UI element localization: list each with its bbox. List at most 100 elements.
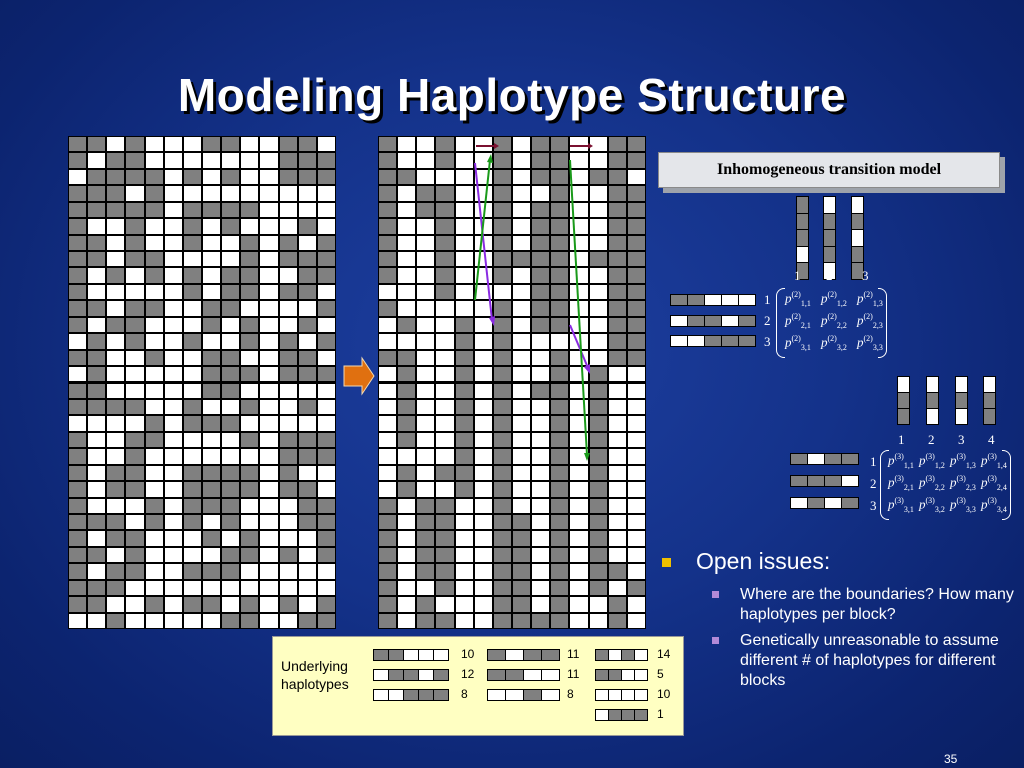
- grid-cell: [379, 498, 397, 513]
- grid-cell: [379, 580, 397, 596]
- grid-cell: [241, 137, 259, 152]
- grid-cell: [222, 482, 240, 497]
- grid-cell: [298, 169, 316, 185]
- bar-cell: [852, 263, 863, 279]
- grid-cell: [260, 219, 278, 234]
- bar-cell: [797, 263, 808, 279]
- grid-cell: [551, 597, 569, 612]
- haplotype-bar: [373, 689, 449, 701]
- haplotype-grid-right: [378, 136, 646, 629]
- grid-cell: [551, 498, 569, 513]
- grid-cell: [260, 169, 278, 185]
- grid-cell: [260, 268, 278, 283]
- grid-cell: [260, 514, 278, 530]
- grid-cell: [513, 597, 531, 612]
- grid-cell: [570, 465, 588, 481]
- matrix-row-number: 3: [764, 334, 771, 349]
- grid-cell: [69, 383, 87, 398]
- grid-cell: [107, 449, 125, 464]
- bar-cell: [927, 409, 938, 424]
- grid-cell: [107, 465, 125, 481]
- bar-cell: [596, 690, 608, 700]
- grid-cell: [627, 367, 645, 382]
- grid-cell: [532, 317, 550, 333]
- matrix-entry: p(3)1,3: [950, 452, 976, 470]
- grid-cell: [455, 153, 473, 168]
- grid-cell: [279, 449, 297, 464]
- grid-cell: [145, 613, 163, 628]
- grid-cell: [608, 301, 626, 316]
- grid-cell: [551, 334, 569, 349]
- grid-cell: [203, 317, 221, 333]
- grid-cell: [436, 317, 454, 333]
- grid-cell: [69, 367, 87, 382]
- grid-cell: [279, 597, 297, 612]
- grid-cell: [436, 531, 454, 546]
- grid-cell: [298, 498, 316, 513]
- grid-cell: [88, 219, 106, 234]
- grid-cell: [126, 465, 144, 481]
- grid-cell: [398, 317, 416, 333]
- matrix-entry: p(3)3,3: [950, 496, 976, 514]
- grid-cell: [203, 547, 221, 563]
- haplotype-row-bar: [670, 335, 756, 347]
- grid-cell: [589, 564, 607, 579]
- grid-cell: [608, 449, 626, 464]
- grid-cell: [551, 169, 569, 185]
- bar-cell: [797, 197, 808, 213]
- grid-cell: [570, 416, 588, 431]
- grid-cell: [241, 186, 259, 201]
- grid-cell: [203, 219, 221, 234]
- grid-cell: [317, 219, 335, 234]
- bar-cell: [506, 650, 523, 660]
- grid-cell: [126, 235, 144, 251]
- grid-cell: [627, 465, 645, 481]
- matrix-entry: p(3)3,4: [981, 496, 1007, 514]
- matrix-col-number: 3: [862, 268, 869, 283]
- grid-cell: [627, 580, 645, 596]
- grid-cell: [551, 416, 569, 431]
- bar-cell: [506, 670, 523, 680]
- grid-cell: [260, 317, 278, 333]
- grid-cell: [88, 514, 106, 530]
- grid-cell: [417, 137, 435, 152]
- grid-cell: [398, 284, 416, 300]
- grid-cell: [260, 498, 278, 513]
- grid-cell: [474, 153, 492, 168]
- grid-cell: [455, 202, 473, 218]
- grid-cell: [279, 219, 297, 234]
- grid-cell: [627, 597, 645, 612]
- grid-cell: [203, 186, 221, 201]
- grid-cell: [183, 186, 201, 201]
- grid-cell: [126, 597, 144, 612]
- bar-cell: [927, 393, 938, 408]
- grid-cell: [126, 531, 144, 546]
- bar-cell: [824, 213, 835, 229]
- grid-cell: [417, 252, 435, 267]
- grid-cell: [69, 186, 87, 201]
- grid-cell: [241, 153, 259, 168]
- haplotype-bar: [595, 649, 648, 661]
- grid-cell: [513, 399, 531, 415]
- bar-cell: [825, 498, 841, 508]
- grid-cell: [126, 350, 144, 366]
- grid-cell: [298, 235, 316, 251]
- grid-cell: [279, 580, 297, 596]
- grid-cell: [298, 317, 316, 333]
- grid-cell: [88, 465, 106, 481]
- grid-cell: [589, 613, 607, 628]
- grid-cell: [608, 399, 626, 415]
- grid-cell: [145, 334, 163, 349]
- grid-cell: [474, 465, 492, 481]
- grid-cell: [88, 284, 106, 300]
- grid-cell: [126, 367, 144, 382]
- grid-cell: [107, 498, 125, 513]
- grid-cell: [241, 268, 259, 283]
- grid-cell: [436, 268, 454, 283]
- grid-cell: [474, 137, 492, 152]
- haplotype-bar: [487, 669, 560, 681]
- grid-cell: [203, 334, 221, 349]
- grid-cell: [532, 613, 550, 628]
- grid-cell: [474, 416, 492, 431]
- grid-cell: [317, 514, 335, 530]
